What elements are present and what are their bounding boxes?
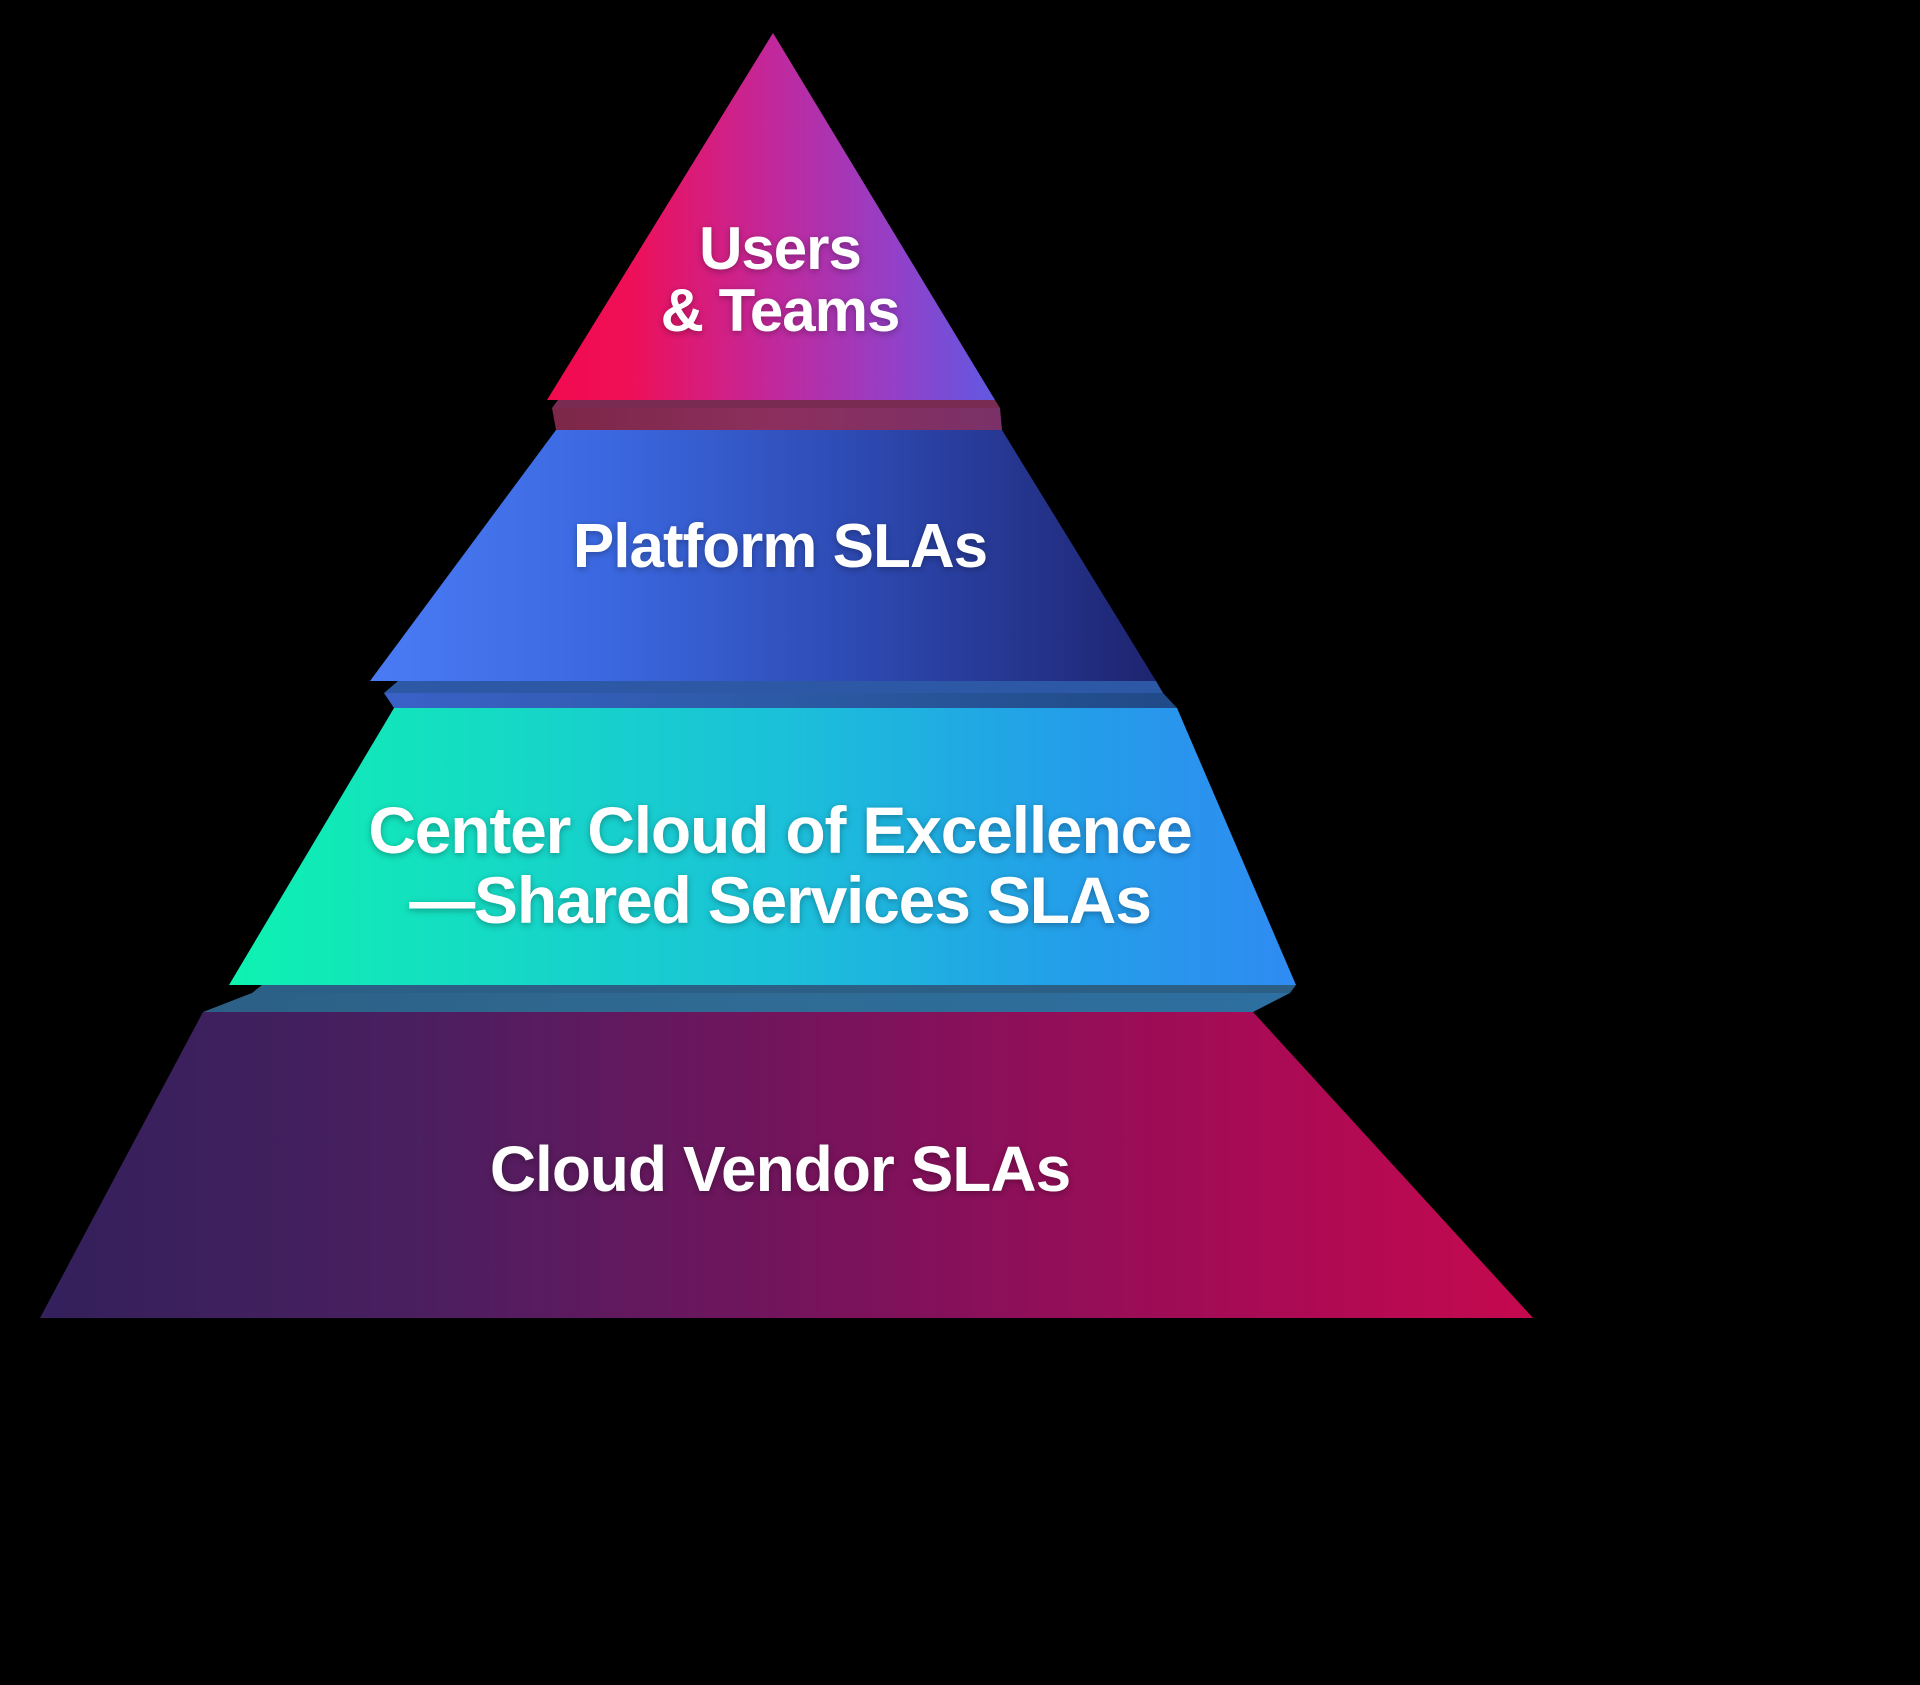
pyramid-tier-2-body[interactable] — [370, 430, 1156, 681]
pyramid-tier-2-edge — [384, 693, 1177, 708]
pyramid-tier-1-shadow — [552, 400, 1000, 408]
pyramid-tier-2-shadow — [384, 681, 1163, 693]
pyramid-tier-4-body[interactable] — [40, 1012, 1533, 1318]
pyramid-tier-1-edge — [552, 408, 1002, 430]
pyramid-tier-3-shadow — [252, 985, 1296, 993]
pyramid-tier-3-edge — [203, 993, 1290, 1012]
pyramid-tier-3-body[interactable] — [229, 708, 1296, 985]
pyramid-tier-1-body[interactable] — [547, 33, 995, 400]
